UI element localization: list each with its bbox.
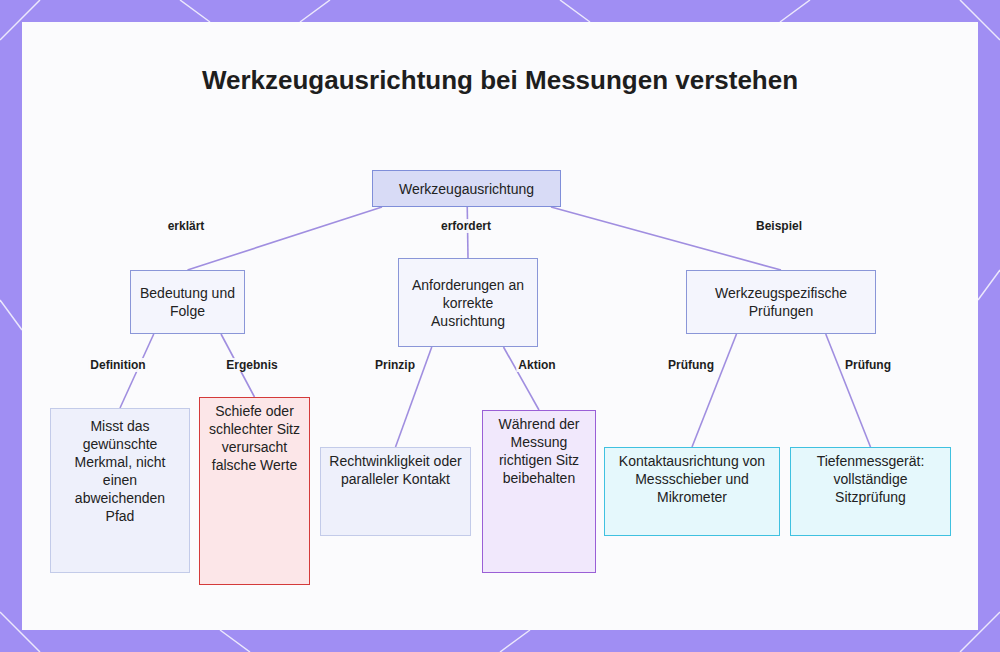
detail-box: Misst das gewünschte Merkmal, nicht eine… bbox=[50, 408, 190, 573]
example-box: Tiefenmessgerät: vollständige Sitzprüfun… bbox=[790, 447, 951, 536]
node-text: Anforderungen an korrekte Ausrichtung bbox=[407, 276, 529, 330]
edge-label: Prüfung bbox=[843, 358, 893, 372]
node-text: Rechtwinkligkeit oder paralleler Kontakt bbox=[329, 452, 462, 488]
edge-label: erfordert bbox=[439, 219, 493, 233]
category-box: Werkzeugspezifische Prüfungen bbox=[686, 270, 876, 334]
node-text: Misst das gewünschte Merkmal, nicht eine… bbox=[59, 417, 181, 525]
diagram-title: Werkzeugausrichtung bei Messungen verste… bbox=[200, 62, 800, 98]
category-box: Bedeutung und Folge bbox=[130, 270, 245, 334]
edge-label: erklärt bbox=[166, 219, 207, 233]
edge-label: Prinzip bbox=[373, 358, 417, 372]
node-text: Kontaktausrichtung von Messschieber und … bbox=[613, 452, 771, 506]
edge-label: Prüfung bbox=[666, 358, 716, 372]
root-box: Werkzeugausrichtung bbox=[372, 170, 561, 207]
node-text: Bedeutung und Folge bbox=[139, 284, 236, 320]
connector-line bbox=[188, 207, 383, 270]
connector-line bbox=[551, 207, 781, 270]
node-text: Werkzeugspezifische Prüfungen bbox=[695, 284, 867, 320]
action-box: Während der Messung richtigen Sitz beibe… bbox=[482, 410, 596, 573]
warning-box: Schiefe oder schlechter Sitz verursacht … bbox=[199, 397, 310, 585]
edge-label: Aktion bbox=[516, 358, 557, 372]
edge-label: Beispiel bbox=[754, 219, 804, 233]
connector-line bbox=[692, 334, 737, 447]
node-text: Schiefe oder schlechter Sitz verursacht … bbox=[208, 402, 301, 474]
detail-box: Rechtwinkligkeit oder paralleler Kontakt bbox=[320, 447, 471, 536]
node-text: Während der Messung richtigen Sitz beibe… bbox=[491, 415, 587, 487]
example-box: Kontaktausrichtung von Messschieber und … bbox=[604, 447, 780, 536]
connector-line bbox=[504, 347, 540, 410]
edge-label: Definition bbox=[88, 358, 147, 372]
category-box: Anforderungen an korrekte Ausrichtung bbox=[398, 258, 538, 347]
node-text: Werkzeugausrichtung bbox=[399, 180, 534, 198]
edge-label: Ergebnis bbox=[224, 358, 279, 372]
connector-line bbox=[826, 334, 871, 447]
node-text: Tiefenmessgerät: vollständige Sitzprüfun… bbox=[799, 452, 942, 506]
